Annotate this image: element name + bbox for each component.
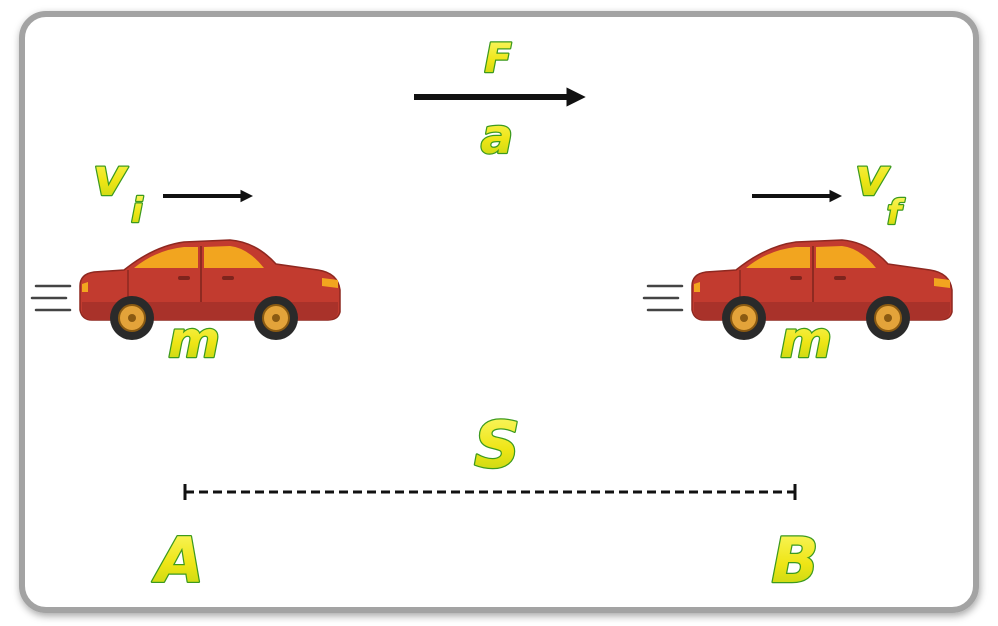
point-a-label: A — [151, 524, 204, 597]
point-b-label: B — [771, 524, 818, 597]
force-label: F — [484, 36, 511, 82]
final-velocity-label: v — [855, 148, 891, 208]
mass-label-final: m — [780, 311, 832, 369]
initial-velocity-subscript: i — [131, 191, 144, 231]
mass-label-initial: m — [168, 311, 220, 369]
acceleration-label: a — [481, 109, 513, 165]
initial-velocity-label: v — [93, 148, 129, 208]
displacement-label: S — [474, 409, 520, 483]
frame — [19, 11, 979, 613]
